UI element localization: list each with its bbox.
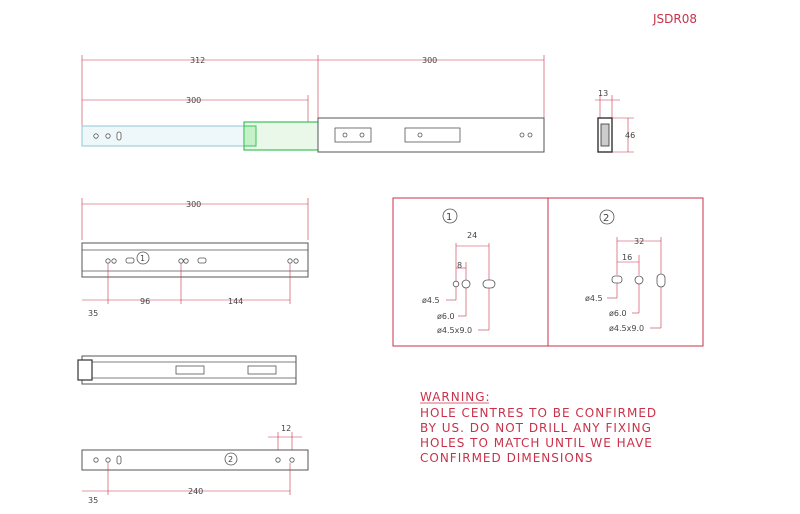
slot-hole — [116, 131, 122, 141]
hole — [293, 258, 299, 264]
hole-detail-1: 1 24 8 ø4.5 ø6.0 ø4.5x9.0 — [422, 208, 496, 335]
window — [247, 365, 277, 375]
front-bracket — [77, 359, 93, 381]
dim-end-144: 144 — [228, 297, 243, 306]
hole — [287, 258, 293, 264]
detail-2-hole-small: ø4.5 — [585, 294, 603, 303]
dim-span-240: 240 — [188, 487, 203, 496]
detail-2-dim-16: 16 — [622, 253, 632, 262]
hole-slot — [482, 279, 496, 289]
hole-medium — [634, 275, 644, 285]
detail-1-marker — [442, 208, 458, 224]
window — [334, 127, 372, 143]
ball-cage — [243, 125, 257, 147]
member-a-view: 300 1 35 96 144 — [81, 198, 309, 318]
hole — [111, 258, 117, 264]
detail-1-dim-8: 8 — [457, 261, 462, 270]
member-b-view: 12 2 35 240 — [81, 424, 309, 505]
hole-marker-2 — [224, 452, 238, 466]
dim-width-13: 13 — [598, 89, 608, 98]
hole — [417, 132, 423, 138]
hole-detail-2: 2 32 16 ø4.5 ø6.0 ø4.5x9.0 — [585, 209, 666, 333]
hole-medium — [461, 279, 471, 289]
hole — [105, 133, 111, 139]
detail-2-marker-label: 2 — [603, 213, 609, 224]
warning-title: WARNING: — [420, 390, 491, 404]
detail-1-hole-medium: ø6.0 — [437, 312, 455, 321]
detail-1-dim-24: 24 — [467, 231, 477, 240]
dim-length-300: 300 — [186, 200, 201, 209]
window — [404, 127, 461, 143]
hole — [178, 258, 184, 264]
hole-small — [611, 275, 623, 284]
detail-1-hole-slot: ø4.5x9.0 — [437, 326, 472, 335]
detail-2-hole-medium: ø6.0 — [609, 309, 627, 318]
detail-1-hole-small: ø4.5 — [422, 296, 440, 305]
hole-small — [452, 280, 460, 288]
drawing-code: JSDR08 — [652, 12, 697, 26]
slot-hole — [197, 257, 207, 264]
top-view: 312 300 300 — [81, 55, 545, 153]
detail-2-dim-32: 32 — [634, 237, 644, 246]
hole — [183, 258, 189, 264]
detail-1-marker-label: 1 — [446, 212, 452, 223]
hole — [93, 133, 99, 139]
warning-line: BY US. DO NOT DRILL ANY FIXING — [420, 421, 652, 435]
dim-left-300: 300 — [186, 96, 201, 105]
dim-overall-312: 312 — [190, 56, 205, 65]
hole-marker-1-label: 1 — [140, 254, 145, 263]
hole — [342, 132, 348, 138]
dim-end-12: 12 — [281, 424, 291, 433]
detail-2-marker — [599, 209, 615, 225]
hole-marker-1 — [136, 251, 150, 265]
dim-start-35: 35 — [88, 496, 98, 505]
window — [175, 365, 205, 375]
slot-hole — [116, 455, 122, 465]
hole — [93, 457, 99, 463]
hole — [527, 132, 533, 138]
hole — [105, 457, 111, 463]
side-view: 13 46 — [595, 89, 635, 153]
warning-note: WARNING: HOLE CENTRES TO BE CONFIRMED BY… — [420, 390, 657, 465]
hole-marker-2-label: 2 — [228, 455, 233, 464]
hole — [289, 457, 295, 463]
hole — [519, 132, 525, 138]
hole — [359, 132, 365, 138]
profile-inner — [600, 123, 610, 147]
member-closed-view — [77, 355, 297, 385]
dim-mid-96: 96 — [140, 297, 150, 306]
hole — [105, 258, 111, 264]
dim-right-300: 300 — [422, 56, 437, 65]
warning-line: HOLE CENTRES TO BE CONFIRMED — [420, 406, 657, 420]
detail-2-hole-slot: ø4.5x9.0 — [609, 324, 644, 333]
hole — [275, 457, 281, 463]
hole-detail-box: 1 24 8 ø4.5 ø6.0 ø4.5x9.0 2 — [392, 197, 704, 347]
slot-hole — [125, 257, 135, 264]
hole-slot — [656, 273, 666, 288]
warning-line: HOLES TO MATCH UNTIL WE HAVE — [420, 436, 653, 450]
dim-height-46: 46 — [625, 131, 635, 140]
member-b — [81, 449, 309, 471]
dim-start-35: 35 — [88, 309, 98, 318]
warning-line: CONFIRMED DIMENSIONS — [420, 451, 593, 465]
